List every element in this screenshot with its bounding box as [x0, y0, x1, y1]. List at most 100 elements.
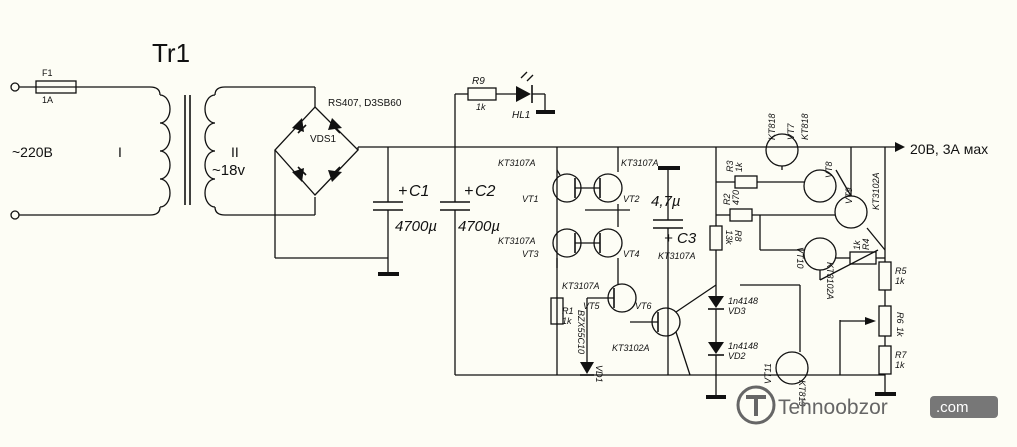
vd3-label: VD3 — [728, 306, 746, 316]
output-label: 20В, 3А мах — [910, 141, 988, 157]
vt9-type: KT3102A — [871, 172, 881, 210]
capacitor-c1 — [373, 147, 403, 276]
led-indicator — [454, 71, 555, 147]
bias-chain — [706, 147, 726, 399]
transformer-title: Tr1 — [152, 38, 190, 68]
fuse-label: F1 — [42, 68, 53, 78]
r6-value: 1k — [895, 327, 905, 337]
reference-section — [550, 283, 717, 376]
r3-label: R3 — [725, 160, 735, 172]
vt1-type: KT3107A — [498, 158, 536, 168]
input-terminal-top — [10, 82, 20, 92]
r9-value: 1k — [476, 102, 486, 112]
hl1-label: HL1 — [512, 110, 530, 121]
zener-vd1 — [580, 362, 594, 374]
diode-vd2 — [708, 342, 724, 354]
power-stage — [716, 133, 886, 385]
resistor-r1 — [550, 297, 564, 325]
r2-value: 470 — [731, 190, 741, 205]
rails — [275, 142, 905, 376]
vt10-type: KT3102A — [825, 262, 835, 300]
vt11-type: KT819 — [797, 380, 807, 407]
vt4-label: VT4 — [623, 249, 640, 259]
transistor-group-vt1-vt4 — [552, 147, 630, 375]
r5-value: 1k — [895, 276, 905, 286]
c2-value: 4700µ — [458, 218, 500, 235]
primary-label: I — [118, 144, 122, 160]
transformer-tr1 — [159, 86, 315, 216]
resistor-r7 — [878, 345, 892, 375]
r4-value: 1k — [852, 240, 862, 250]
r7-label: R7 — [895, 350, 907, 360]
c3-value: 4,7µ — [651, 193, 681, 210]
watermark-domain: .com — [936, 399, 969, 416]
vt10-label: VT10 — [795, 247, 805, 269]
vt9-label: VT9 — [844, 187, 854, 204]
r5-label: R5 — [895, 266, 907, 276]
c1-plus: + — [398, 183, 407, 200]
input-terminal-bottom — [10, 210, 20, 220]
resistor-r9 — [467, 87, 497, 101]
vd2-label: VD2 — [728, 351, 746, 361]
vt2-label: VT2 — [623, 194, 640, 204]
c2-label: C2 — [475, 183, 496, 200]
r2-label: R2 — [722, 193, 732, 205]
vt1-label: VT1 — [522, 194, 539, 204]
vt4-type: KT3107A — [658, 251, 696, 261]
vt8-label: VT8 — [824, 161, 834, 178]
c1-label: C1 — [409, 183, 429, 200]
r3-value: 1k — [734, 162, 744, 172]
r1-label: R1 — [562, 306, 574, 316]
resistor-r3 — [734, 175, 758, 189]
vt7-label: VT7 — [786, 122, 796, 140]
bridge-part: RS407, D3SB60 — [328, 98, 402, 109]
vt7-type: KT818 — [767, 113, 777, 140]
vt6-type: KT3102A — [612, 343, 650, 353]
vd1-label: VD1 — [594, 365, 604, 383]
vt6-label: VT6 — [635, 301, 652, 311]
c3-plus: + — [664, 230, 673, 247]
transistor-vt11 — [775, 351, 809, 385]
vd2-part: 1n4148 — [728, 341, 758, 351]
r9-label: R9 — [472, 76, 485, 87]
diode-bridge-vds1 — [274, 87, 359, 258]
transistor-vt8 — [803, 169, 837, 203]
potentiometer-r6 — [878, 305, 892, 337]
secondary-voltage: ~18v — [212, 162, 245, 179]
watermark: Tehnoobzor .com — [736, 385, 998, 425]
resistor-r2 — [729, 208, 753, 222]
input-section — [10, 80, 161, 220]
capacitor-c3 — [653, 166, 683, 375]
output-arrow — [895, 142, 905, 152]
capacitor-c2 — [440, 147, 470, 375]
r8-value: 13k — [724, 230, 734, 245]
wiper-arrow — [865, 317, 876, 325]
r1-value: 1k — [562, 316, 572, 326]
vd3-part: 1n4148 — [728, 296, 758, 306]
secondary-winding — [204, 94, 216, 208]
resistor-r8 — [709, 225, 723, 251]
vt3-type: KT3107A — [498, 236, 536, 246]
vt5-type: KT3107A — [562, 281, 600, 291]
resistor-r5 — [878, 261, 892, 291]
fuse-rating: 1A — [42, 95, 53, 105]
diode-vd3 — [708, 296, 724, 308]
vt11-label: VT11 — [763, 363, 773, 384]
watermark-logo-icon — [736, 385, 776, 425]
led-hl1 — [516, 86, 531, 102]
input-voltage: ~220В — [12, 144, 53, 160]
r6-label: R6 — [895, 312, 905, 324]
r4-label: R4 — [861, 238, 871, 250]
secondary-label: II — [231, 144, 239, 160]
vt8-type: KT818 — [800, 113, 810, 140]
primary-winding — [159, 94, 171, 208]
vt5-label: VT5 — [583, 301, 601, 311]
r7-value: 1k — [895, 360, 905, 370]
watermark-domain-badge — [930, 396, 998, 418]
c1-value: 4700µ — [395, 218, 437, 235]
c2-plus: + — [464, 183, 473, 200]
bridge-name: VDS1 — [310, 134, 337, 145]
watermark-brand: Tehnoobzor — [778, 396, 888, 419]
